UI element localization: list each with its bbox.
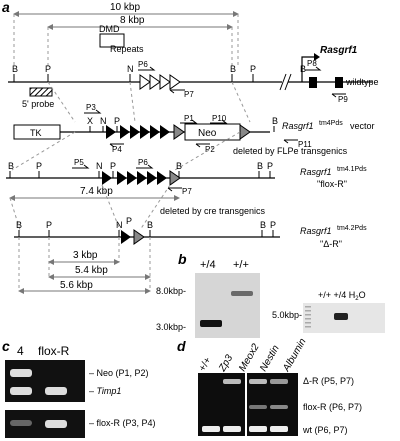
svg-text:Δ-R (P5, P7): Δ-R (P5, P7)	[303, 376, 354, 386]
distance-label-10k: 10 kbp	[110, 2, 140, 13]
svg-text:B: B	[257, 161, 263, 171]
svg-text:Albumin: Albumin	[281, 336, 309, 374]
svg-text:B: B	[176, 161, 182, 171]
repeats-label: Repeats	[110, 44, 144, 54]
svg-text:B: B	[260, 220, 266, 230]
panel-label-a: a	[2, 0, 10, 15]
svg-text:B: B	[272, 116, 278, 126]
tk-box	[13, 124, 61, 140]
svg-text:vector: vector	[350, 121, 375, 131]
panel-label-d: d	[177, 338, 186, 354]
svg-text:flox-R: flox-R	[38, 344, 70, 358]
alignment-guides	[13, 14, 239, 66]
probe-box	[29, 87, 53, 97]
svg-text:P7: P7	[182, 187, 192, 196]
svg-text:Rasgrf1: Rasgrf1	[300, 167, 332, 177]
svg-text:3.0kbp-: 3.0kbp-	[156, 322, 186, 332]
svg-text:B: B	[16, 220, 22, 230]
svg-text:tm4.2Pds: tm4.2Pds	[337, 225, 367, 232]
site-b: B	[12, 64, 18, 74]
panel-label-c: c	[2, 338, 10, 354]
svg-text:4: 4	[17, 344, 24, 358]
deltar-allele-label: "Δ-R"	[320, 239, 342, 249]
svg-text:+/+: +/+	[197, 355, 214, 373]
svg-text:flox-R (P6, P7): flox-R (P6, P7)	[303, 402, 362, 412]
primer-p11: P11	[298, 140, 312, 149]
svg-text:5.6 kbp: 5.6 kbp	[60, 280, 93, 291]
flpe-note: deleted by FLPe transgenics	[233, 146, 348, 156]
svg-text:B: B	[300, 64, 306, 74]
svg-text:5.0kbp-: 5.0kbp-	[272, 310, 302, 320]
repeat-triangles-wt	[139, 74, 181, 90]
svg-text:N: N	[96, 161, 103, 171]
exon-2	[335, 77, 343, 88]
svg-text:B: B	[8, 161, 14, 171]
neo-label: Neo	[198, 128, 217, 139]
svg-text:B: B	[147, 220, 153, 230]
svg-text:P5: P5	[74, 158, 84, 167]
svg-text:– Timp1: – Timp1	[89, 386, 121, 396]
gene-label: Rasgrf1	[320, 45, 358, 56]
primer-p7: P7	[184, 90, 194, 99]
cre-note: deleted by cre transgenics	[160, 206, 266, 216]
site-p: P	[45, 64, 51, 74]
svg-text:+/+ +/4 H2O: +/+ +/4 H2O	[318, 290, 366, 302]
svg-text:P6: P6	[138, 158, 148, 167]
svg-text:8.0kbp-: 8.0kbp-	[156, 286, 186, 296]
loxp-1	[106, 125, 116, 139]
svg-text:tm4.1Pds: tm4.1Pds	[337, 166, 367, 173]
primer-p9: P9	[338, 95, 348, 104]
svg-text:5.4 kbp: 5.4 kbp	[75, 265, 108, 276]
gel-d-lane-labels: +/+ Zp3 Meox2 Nestin Albumin	[197, 336, 309, 374]
exon-1	[309, 77, 317, 88]
svg-text:+/4: +/4	[200, 259, 216, 271]
tk-label: TK	[30, 128, 42, 138]
svg-text:Nestin: Nestin	[258, 343, 282, 373]
primer-p4: P4	[112, 145, 122, 154]
distance-label-8k: 8 kbp	[120, 15, 145, 26]
distance-label-74: 7.4 kbp	[80, 186, 113, 197]
floxr-allele-label: "flox-R"	[317, 179, 347, 189]
primer-p6: P6	[138, 60, 148, 69]
svg-text:P: P	[36, 161, 42, 171]
gel-c-top	[5, 360, 85, 402]
repeat-triangles-vector	[120, 125, 170, 139]
svg-text:Rasgrf1: Rasgrf1	[300, 226, 332, 236]
primer-p8: P8	[307, 59, 317, 68]
svg-text:– Neo (P1, P2): – Neo (P1, P2)	[89, 368, 149, 378]
projection-lines-1	[47, 81, 251, 123]
svg-text:tm4Pds: tm4Pds	[319, 120, 343, 127]
primer-p2: P2	[205, 145, 215, 154]
vector-gene: Rasgrf1	[282, 121, 314, 131]
southern-blot	[195, 273, 260, 338]
svg-text:P: P	[270, 220, 276, 230]
dmd-box	[99, 33, 125, 48]
svg-text:N: N	[116, 220, 123, 230]
repeat-triangles-floxr	[117, 171, 167, 185]
panel-label-b: b	[178, 251, 187, 267]
primer-p1: P1	[184, 114, 194, 123]
dmd-label: DMD	[99, 24, 120, 34]
svg-text:P: P	[110, 161, 116, 171]
primer-p10: P10	[212, 114, 227, 123]
svg-text:3 kbp: 3 kbp	[73, 250, 98, 261]
svg-text:P: P	[250, 64, 256, 74]
site-n: N	[127, 64, 134, 74]
probe-label: 5' probe	[22, 99, 54, 109]
svg-text:P: P	[114, 116, 120, 126]
svg-text:Zp3: Zp3	[217, 353, 236, 375]
svg-text:N: N	[100, 116, 107, 126]
svg-text:+/+: +/+	[233, 259, 249, 271]
svg-text:P: P	[46, 220, 52, 230]
primer-p3: P3	[86, 103, 96, 112]
svg-text:P: P	[126, 216, 132, 226]
svg-text:– flox-R (P3, P4): – flox-R (P3, P4)	[89, 418, 156, 428]
svg-text:wt (P6, P7): wt (P6, P7)	[302, 425, 348, 435]
svg-text:X: X	[87, 116, 93, 126]
svg-text:P: P	[267, 161, 273, 171]
wildtype-label: wildtype	[345, 77, 379, 87]
svg-text:B: B	[230, 64, 236, 74]
